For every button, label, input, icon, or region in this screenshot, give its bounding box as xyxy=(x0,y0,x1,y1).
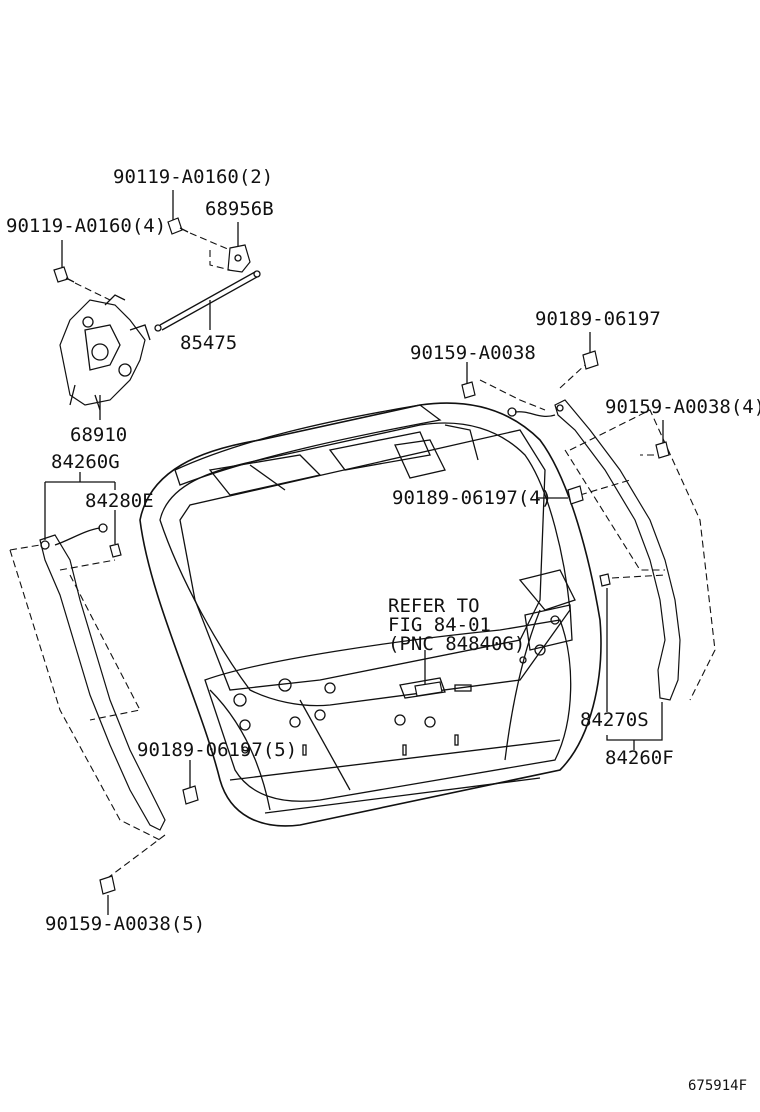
figure-id: 675914F xyxy=(688,1078,748,1094)
label-clip-90189-06197-4: 90189-06197(4) xyxy=(392,487,553,509)
strut-right-84260F xyxy=(507,399,681,701)
label-clip-90189-06197: 90189-06197 xyxy=(535,308,661,330)
clip-84270S xyxy=(599,573,611,587)
label-refer-line3: (PNC 84840G) xyxy=(388,633,526,655)
bolt-bottom-left xyxy=(99,875,116,895)
label-part-84280E: 84280E xyxy=(85,490,154,512)
bolt-right-mid xyxy=(655,441,670,459)
clip-right-top xyxy=(582,350,599,370)
label-bolt-90159-A0038: 90159-A0038 xyxy=(410,342,536,364)
bolt-top xyxy=(167,217,189,235)
label-bolt-90159-A0038-4: 90159-A0038(4) xyxy=(605,396,760,418)
rod-85475 xyxy=(154,270,261,332)
label-part-84270S: 84270S xyxy=(580,709,649,731)
label-motor-68910: 68910 xyxy=(70,424,128,446)
label-rod-85475: 85475 xyxy=(180,332,238,354)
label-bracket-68956B: 68956B xyxy=(205,198,274,220)
label-refer-line2: FIG 84-01 xyxy=(388,614,491,636)
label-refer-line1: REFER TO xyxy=(388,595,480,617)
strut-left-84260G xyxy=(39,523,166,831)
clip-bottom-left xyxy=(182,785,199,805)
label-bolt-90159-A0038-5: 90159-A0038(5) xyxy=(45,913,206,935)
clip-84280E xyxy=(109,543,122,558)
motor-assembly-68910 xyxy=(59,294,151,411)
clip-right-mid xyxy=(567,485,584,505)
bracket-68956B xyxy=(227,244,251,273)
bolt-left xyxy=(53,266,75,283)
label-part-84260F: 84260F xyxy=(605,747,674,769)
label-clip-90189-06197-5: 90189-06197(5) xyxy=(137,739,298,761)
label-bolt-top-2: 90119-A0160(2) xyxy=(113,166,274,188)
label-part-84260G: 84260G xyxy=(51,451,120,473)
bolt-right-top xyxy=(461,381,476,399)
label-bolt-left-4: 90119-A0160(4) xyxy=(6,215,167,237)
back-door-panel xyxy=(139,402,602,827)
